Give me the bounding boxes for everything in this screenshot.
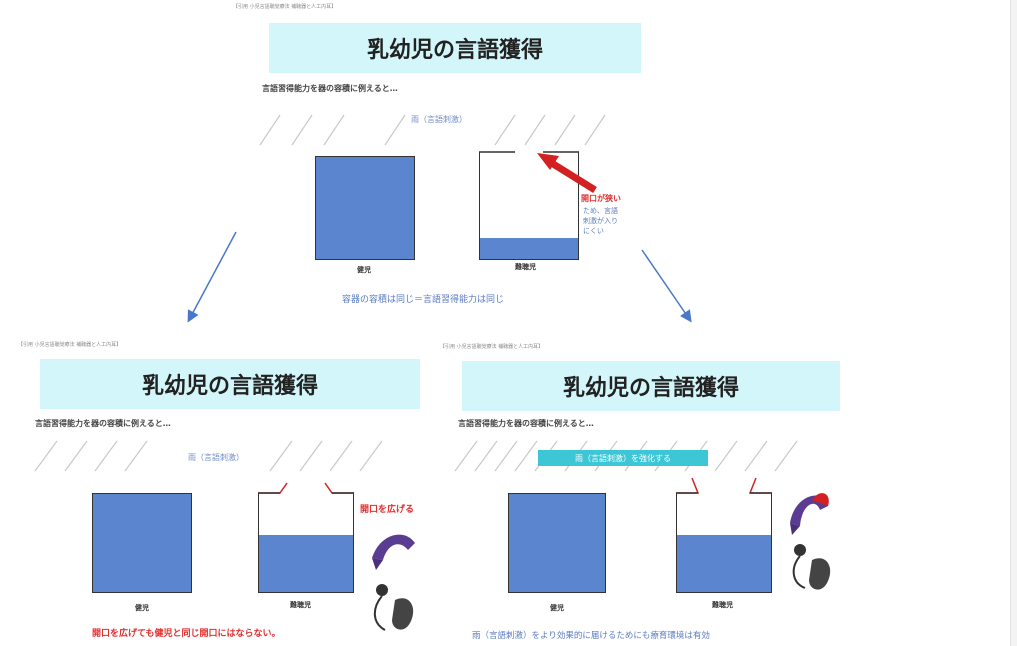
callout-red: 開口が狭い (581, 194, 621, 203)
label-hearing-impaired: 難聴児 (515, 263, 536, 271)
window-scroll-edge (1010, 0, 1017, 646)
slide-bottom-right: 【引用 小児言語聴覚療法 補聴器と人工内耳】 乳幼児の言語獲得 言語習得能力を器… (440, 338, 860, 646)
water-level (93, 494, 191, 592)
label-hearing-impaired: 難聴児 (712, 601, 733, 609)
slide-bottom-left: 【引用 小児言語聴覚療法 補聴器と人工内耳】 乳幼児の言語獲得 言語習得能力を器… (0, 338, 440, 646)
hearing-aid-icon (372, 534, 415, 570)
water-level (259, 534, 353, 592)
label-normal: 健児 (550, 604, 564, 612)
label-normal: 健児 (357, 266, 371, 274)
slide-subtitle: 言語習得能力を器の容積に例えると… (458, 419, 594, 428)
container-hearing-impaired (258, 493, 354, 593)
rain-lines (34, 440, 383, 472)
slide-caption: 【引用 小児言語聴覚療法 補聴器と人工内耳】 (18, 342, 122, 348)
red-arrow-icon (537, 153, 597, 193)
bottom-note: 開口を広げても健児と同じ開口にはならない。 (92, 629, 281, 639)
slide-caption: 【引用 小児言語聴覚療法 補聴器と人工内耳】 (440, 344, 544, 350)
widened-opening (676, 477, 772, 494)
slide-subtitle: 言語習得能力を器の容積に例えると… (35, 419, 171, 428)
label-hearing-impaired: 難聴児 (290, 601, 311, 609)
water-level (509, 494, 605, 592)
water-level (480, 237, 578, 259)
slide-top: 【引用 小児言語聴覚療法 補聴器と人工内耳】 乳幼児の言語獲得 言語習得能力を器… (225, 0, 645, 315)
widened-opening (258, 482, 354, 494)
callout-blue: ため、言語刺激が入りにくい (583, 207, 618, 235)
red-side-note: 開口を広げる (360, 505, 415, 515)
slide-caption: 【引用 小児言語聴覚療法 補聴器と人工内耳】 (233, 4, 337, 10)
water-level (677, 534, 771, 592)
water-level (316, 157, 414, 259)
rain-label: 雨（言語刺激） (411, 115, 467, 124)
container-hearing-impaired (676, 493, 772, 593)
slide-title: 乳幼児の言語獲得 (269, 23, 641, 73)
bottom-note: 容器の容積は同じ＝言語習得能力は同じ (342, 295, 505, 305)
rain-label: 雨（言語刺激） (188, 453, 244, 462)
cochlear-implant-icon (792, 544, 831, 590)
narrow-opening (479, 151, 579, 153)
slide-subtitle: 言語習得能力を器の容積に例えると… (262, 84, 398, 93)
container-normal (315, 156, 415, 260)
container-normal (508, 493, 606, 593)
rain-lines (259, 114, 606, 146)
container-normal (92, 493, 192, 593)
hearing-aid-icon (790, 493, 829, 535)
label-normal: 健児 (135, 604, 149, 612)
slide-title: 乳幼児の言語獲得 (40, 359, 420, 409)
slide-title: 乳幼児の言語獲得 (462, 361, 840, 411)
cochlear-implant-icon (373, 584, 414, 631)
bottom-note: 雨（言語刺激）をより効果的に届けるためにも療育環境は有効 (472, 631, 710, 641)
rain-banner: 雨（言語刺激）を強化する (538, 450, 708, 466)
